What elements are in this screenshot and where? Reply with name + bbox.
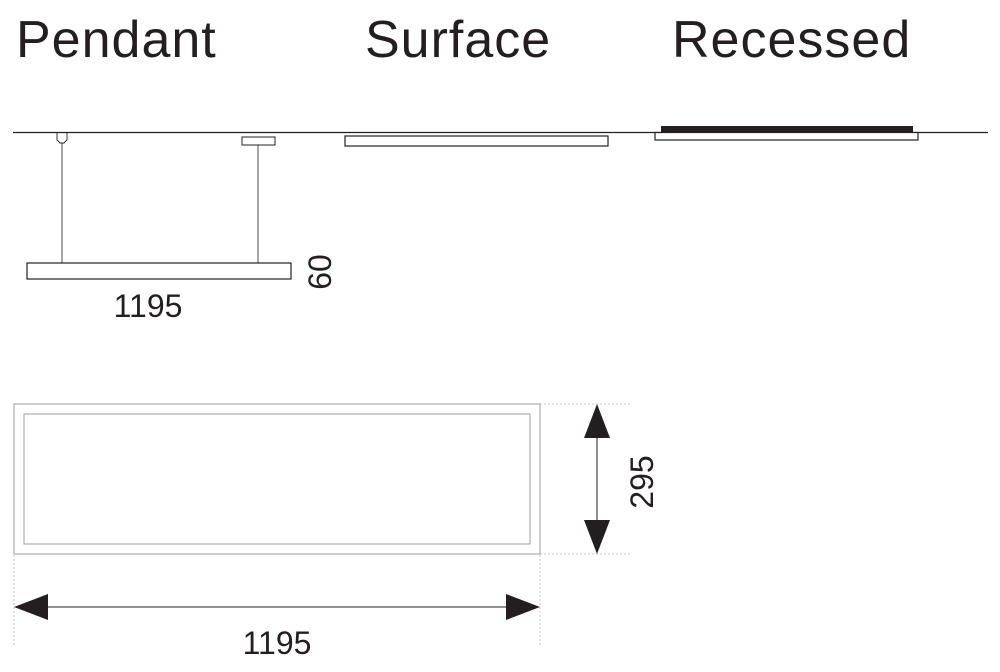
recessed-luminaire-body (661, 126, 913, 132)
surface-luminaire-body (344, 135, 609, 147)
pendant-luminaire-body (26, 262, 292, 280)
pendant-length-label: 1195 (114, 288, 183, 324)
pendant-height-label: 60 (302, 254, 338, 290)
plan-width-label: 295 (624, 455, 660, 508)
surface-title: Surface (365, 11, 552, 69)
recessed-title: Recessed (672, 11, 912, 69)
pendant-title: Pendant (16, 11, 217, 69)
pendant-view: 1195 60 (26, 133, 338, 324)
length-arrow-right-icon (506, 594, 540, 620)
width-arrow-down-icon (584, 520, 610, 554)
recessed-view (654, 126, 919, 141)
surface-view (344, 135, 609, 147)
pendant-ceiling-canopy (241, 136, 276, 146)
width-arrow-up-icon (584, 404, 610, 438)
plan-inner-panel (23, 413, 531, 545)
pendant-ceiling-mount-left (56, 133, 68, 144)
plan-length-label: 1195 (243, 625, 312, 661)
plan-view: 295 1195 (13, 403, 660, 661)
length-arrow-left-icon (14, 594, 48, 620)
recessed-trim-frame (654, 131, 919, 141)
